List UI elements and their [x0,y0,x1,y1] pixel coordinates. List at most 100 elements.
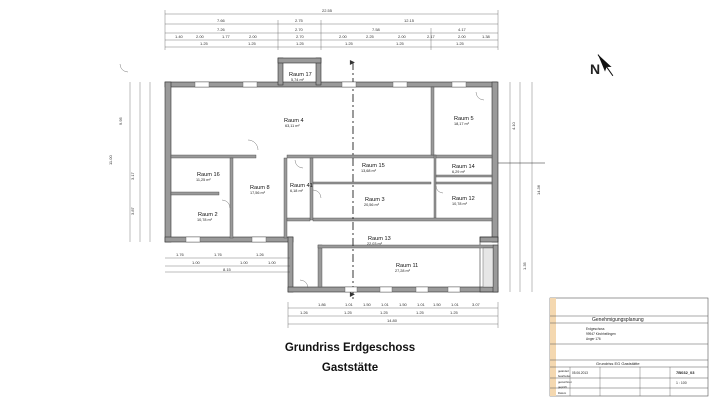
title-block-left-label: geändert [558,369,569,373]
room-17-area: 5,74 m² [291,78,305,82]
top-dim-label: 2.00 [339,34,348,39]
room-12-name: Raum 12 [452,196,475,202]
top-dim-label: 7.58 [372,27,381,32]
top-dim-label: 2.70 [295,27,304,32]
drawing-title: Grundriss Erdgeschoss [284,342,416,354]
bottom-dim-label: 1.25 [380,310,389,315]
title-block-drawing-title: Grundriss EG Gaststätte [596,361,640,366]
lower-left-dim-label: 1.00 [268,260,277,265]
lower-left-dim-label: 1.76 [176,252,185,257]
lower-left-dim-label: 8.15 [223,267,232,272]
room-5-area: 18,17 m² [454,122,470,126]
right-dimensions [498,82,545,292]
left-dimensions [129,82,151,242]
room-14-area: 6,29 m² [452,170,466,174]
right-dim-label: 4.10 [511,121,516,130]
room-15-name: Raum 15 [362,163,385,169]
room-8-area: 17,56 m² [250,191,266,195]
bottom-dim-label: 1.01 [345,302,354,307]
top-dim-label: 2.00 [249,34,258,39]
bottom-dim-label: 1.25 [344,310,353,315]
top-dim-label: 1.40 [175,34,184,39]
top-dim-label: 1.25 [248,41,257,46]
bottom-dimensions [287,302,499,328]
top-dim-label: 7.66 [217,18,226,23]
top-dim-label: 1.38 [482,34,491,39]
title-block-left-label: bearbeitet [558,374,571,378]
bottom-dim-label: 1.86 [318,302,327,307]
room-2-name: Raum 2 [198,212,218,218]
title-block-header: Genehmigungsplanung [592,317,644,323]
north-arrow [597,54,614,77]
top-dim-label: 1.25 [345,41,354,46]
room-4-area: 63,11 m² [285,124,300,128]
window-markers [185,81,467,293]
right-dimension-labels: 4.10 14.36 1.35 [511,121,541,270]
left-dim-label: 3.87 [130,206,135,215]
top-dim-label: 2.00 [458,34,467,39]
room-16-name: Raum 16 [197,172,220,178]
bottom-dim-label: 1.01 [417,302,426,307]
top-dim-label: 1.25 [200,41,209,46]
top-total-label: 22.55 [322,8,333,13]
lower-left-dim-label: 1.00 [240,260,249,265]
bottom-total-label: 14.80 [387,318,398,323]
top-dim-label: 1.77 [222,34,231,39]
room-8-name: Raum 8 [250,185,270,191]
bottom-dim-label: 1.50 [363,302,372,307]
top-dim-label: 2.75 [295,18,304,23]
room-2-area: 10,78 m² [197,218,213,222]
room-14-name: Raum 14 [452,164,475,170]
top-dim-label: 1.25 [296,41,305,46]
top-dim-label: 2.25 [366,34,375,39]
title-block-address-2: 99947 Kirchheilingen [586,332,616,336]
interior-walls [170,86,494,288]
door-swings [119,63,485,289]
left-dim-label: 11.00 [108,155,113,165]
top-dimension-labels: 22.55 7.66 2.75 12.15 7.26 2.70 7.58 4.1… [175,8,491,46]
top-dim-label: 2.70 [296,34,305,39]
room-16-area: 11,25 m² [196,178,211,182]
room-3-area: 20,56 m² [364,203,380,207]
title-block-scale: 1 : 100 [676,381,687,385]
title-block-address-1: Erdgeschoss [586,327,605,331]
title-block-left-label: geprüft [558,385,567,389]
top-dim-label: 12.15 [404,18,415,23]
room-11-area: 27,28 m² [395,269,411,273]
bottom-dim-label: 1.25 [450,310,459,315]
left-dim-label: 9.95 [118,116,123,125]
bottom-dim-label: 1.01 [451,302,460,307]
bottom-dim-label: 1.50 [399,302,408,307]
title-block-left-label: gezeichnet [558,380,572,384]
lower-left-dimensions [165,257,290,273]
top-dim-label: 2.00 [196,34,205,39]
room-41-name: Raum 41 [290,183,313,189]
lower-left-dim-label: 1.26 [256,252,265,257]
top-dim-label: 2.00 [398,34,407,39]
bottom-dim-label: 1.01 [381,302,390,307]
room-13-name: Raum 13 [368,236,391,242]
title-block-date: 05.06.2013 [572,371,588,375]
room-12-area: 10,78 m² [452,202,468,206]
title-block-address-3: Anger 176 [586,337,601,341]
bottom-dim-label: 3.07 [472,302,481,307]
lower-left-dimension-labels: 1.76 1.76 1.26 1.00 1.00 1.00 8.15 [176,252,277,272]
top-dim-label: 4.17 [458,27,467,32]
top-dim-label: 1.25 [396,41,405,46]
left-dimension-labels: 9.95 11.00 3.17 3.87 [108,116,135,215]
room-41-area: 6,18 m² [290,189,304,193]
title-block-left-label: Datum [558,391,567,395]
bottom-dim-label: 1.50 [433,302,442,307]
room-3-name: Raum 3 [365,197,385,203]
section-marker: ▶ [349,59,355,66]
outer-walls [164,57,499,293]
title-block-plan-no: 7B032_03 [676,370,695,375]
bottom-dimension-labels: 1.86 1.01 1.50 1.01 1.50 1.01 1.50 1.01 … [300,302,481,323]
north-label: N [590,61,600,77]
top-dim-label: 7.26 [217,27,226,32]
room-4-name: Raum 4 [284,118,304,124]
room-13-area: 22,03 m² [367,242,383,246]
room-labels: Raum 17 5,74 m² Raum 4 63,11 m² Raum 5 1… [196,72,475,273]
lower-left-dim-label: 1.00 [192,260,201,265]
bottom-dim-label: 1.25 [416,310,425,315]
